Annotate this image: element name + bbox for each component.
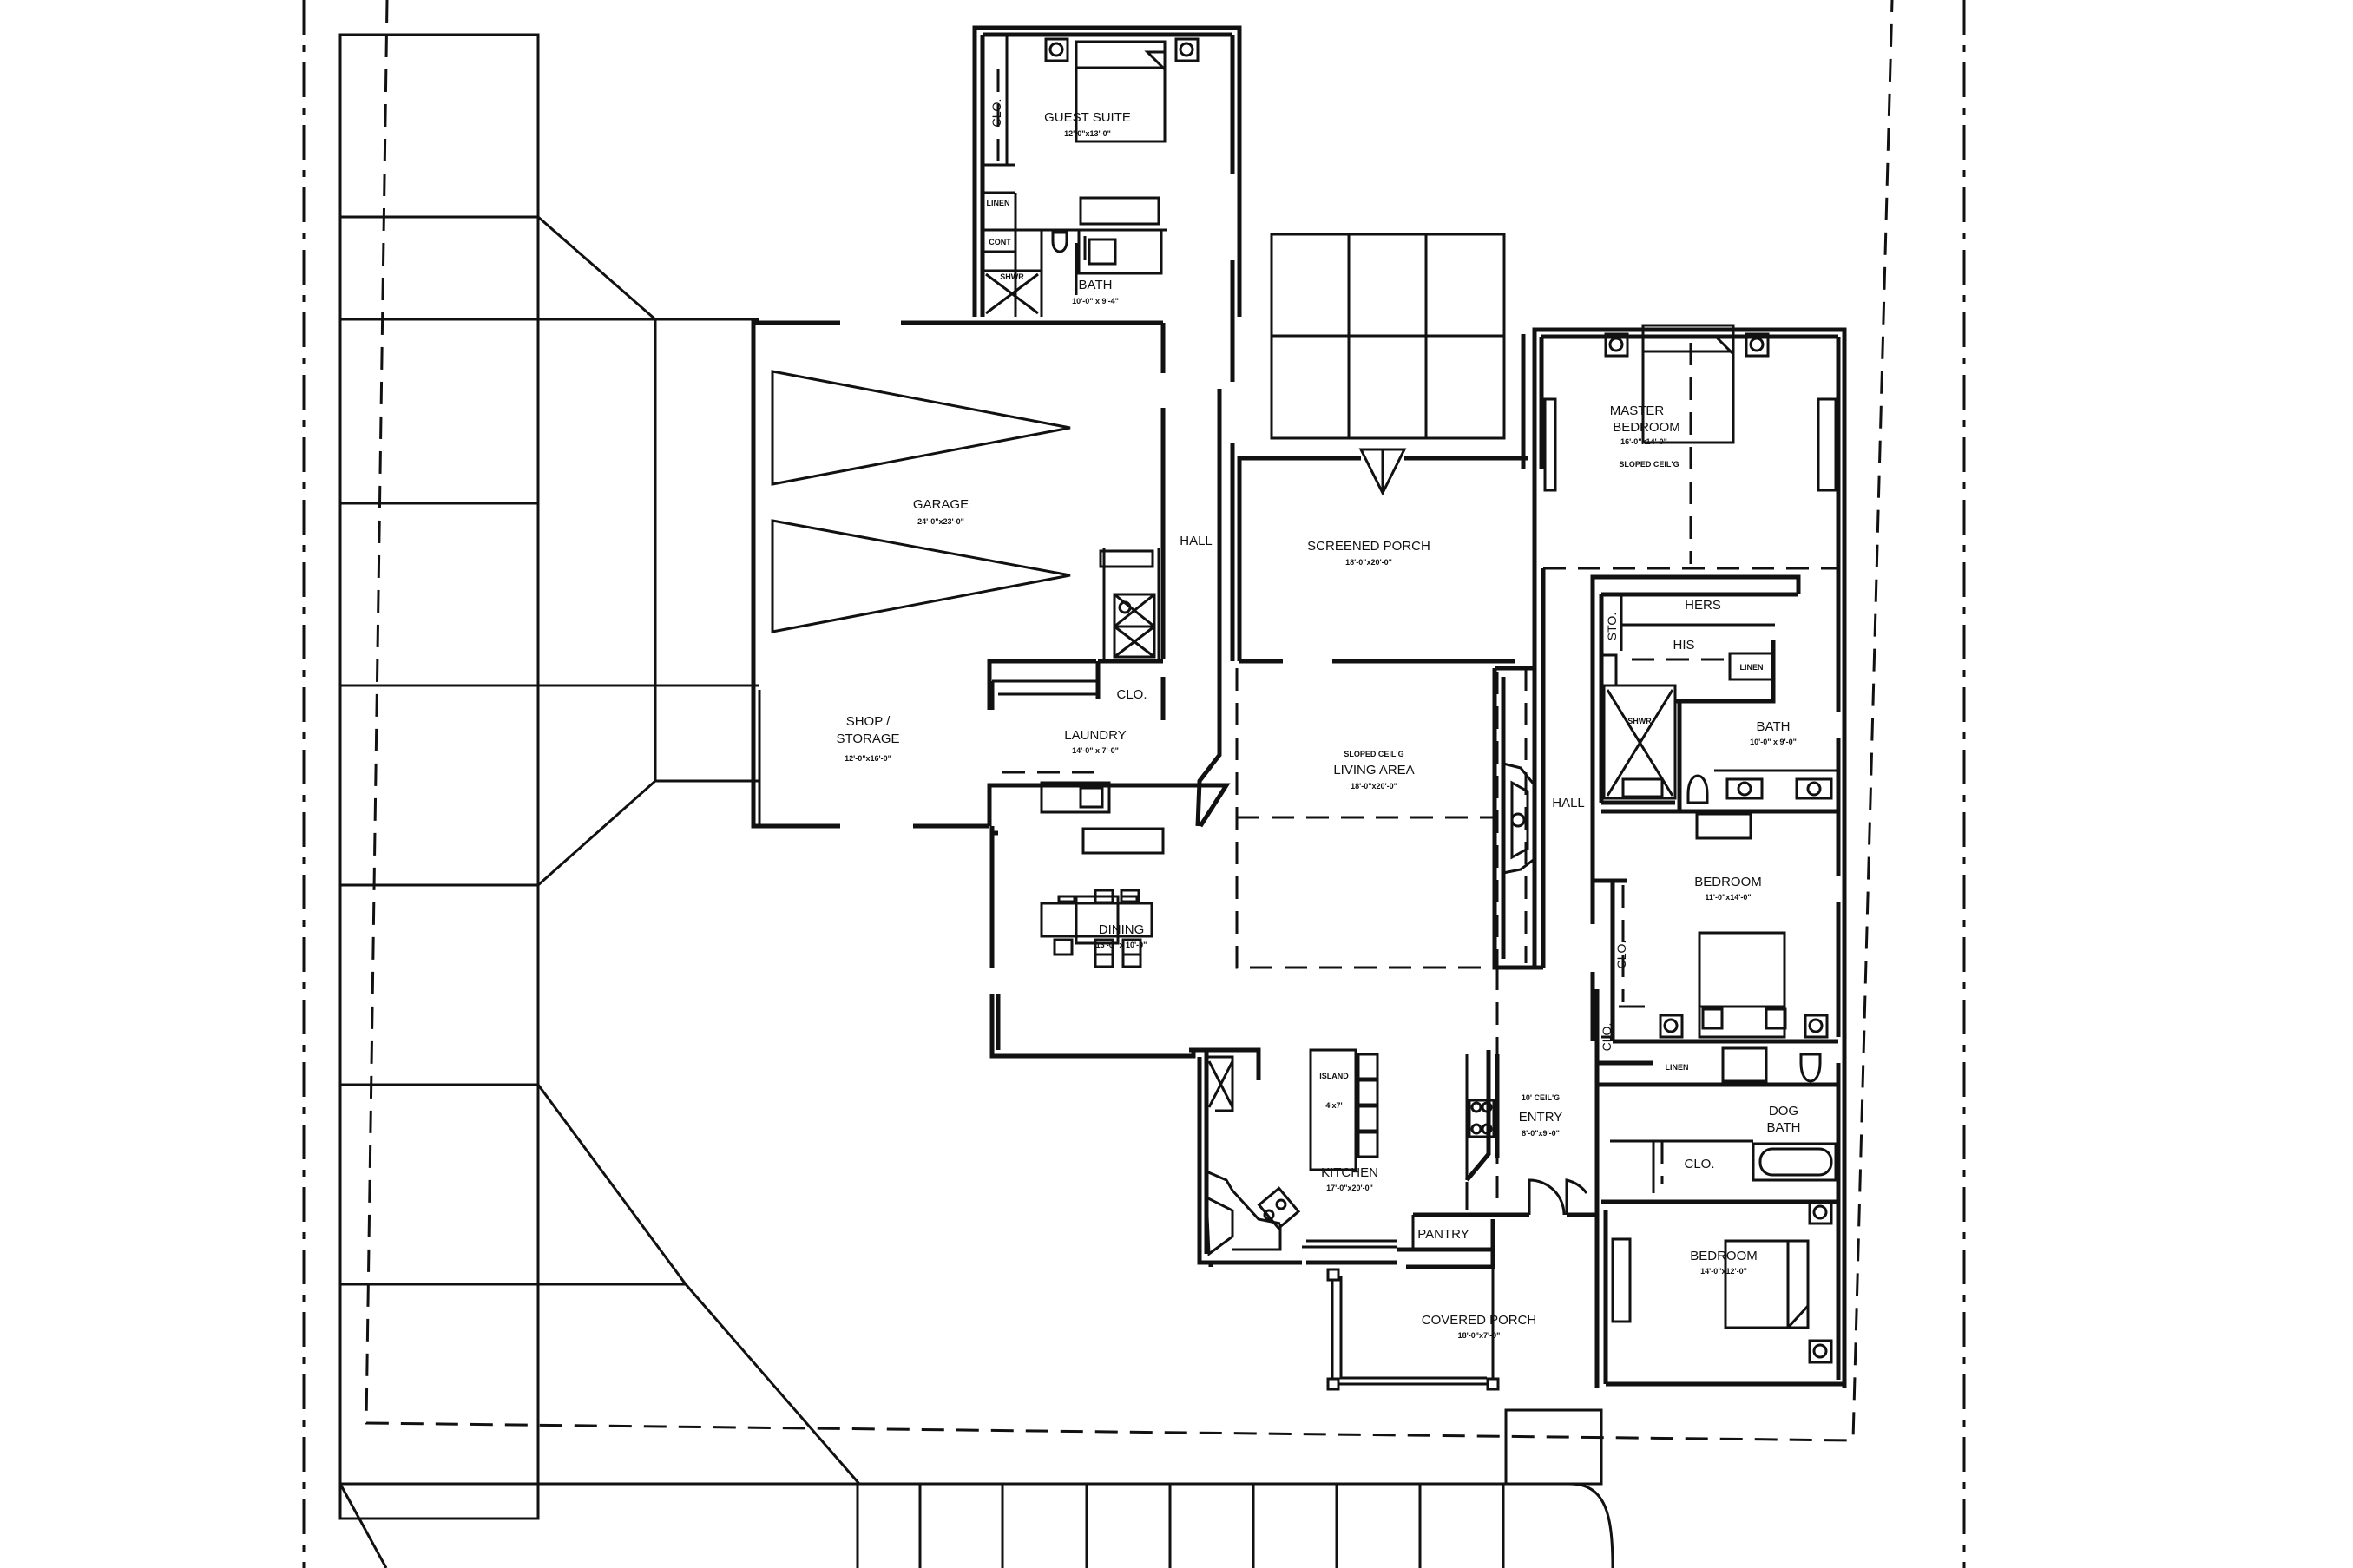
living-label: LIVING AREA bbox=[1333, 763, 1414, 777]
hall-clo-label: CLO. bbox=[1600, 1023, 1614, 1052]
covered-porch-label: COVERED PORCH bbox=[1422, 1313, 1537, 1328]
guest-bath-dim: 10'-0" x 9'-4" bbox=[1072, 297, 1119, 305]
dog-bath-label-line1: DOG bbox=[1769, 1104, 1798, 1119]
living-dim: 18'-0"x20'-0" bbox=[1351, 782, 1397, 791]
master-linen-label: LINEN bbox=[1740, 663, 1764, 672]
screened-porch-dim: 18'-0"x20'-0" bbox=[1345, 558, 1392, 567]
guest-clo-label: CLO. bbox=[989, 99, 1003, 128]
island-label: ISLAND bbox=[1319, 1072, 1349, 1080]
master-bath-label: BATH bbox=[1757, 719, 1791, 734]
garage-dim: 24'-0"x23'-0" bbox=[917, 517, 964, 526]
entry-note: 10' CEIL'G bbox=[1522, 1093, 1560, 1102]
living-note: SLOPED CEIL'G bbox=[1344, 750, 1403, 758]
entry-dim: 8'-0"x9'-0" bbox=[1522, 1129, 1560, 1138]
shop-label-line1: SHOP / bbox=[846, 714, 891, 729]
hall-east-label: HALL bbox=[1552, 796, 1585, 810]
dining-kitchen-walls bbox=[989, 826, 1500, 1269]
screened-porch-label: SCREENED PORCH bbox=[1307, 539, 1430, 554]
shop-dim: 12'-0"x16'-0" bbox=[845, 754, 891, 763]
entry-porch-walls bbox=[1326, 968, 1600, 1391]
guest-suite-dim: 12'-0"x13'-0" bbox=[1064, 129, 1111, 138]
pantry-label: PANTRY bbox=[1417, 1227, 1469, 1242]
guest-tub-label: CONT bbox=[989, 238, 1011, 246]
master-bedroom-note: SLOPED CEIL'G bbox=[1619, 460, 1679, 469]
laundry-dim: 14'-0" x 7'-0" bbox=[1072, 746, 1119, 755]
hers-label: HERS bbox=[1685, 598, 1721, 613]
living-area-walls bbox=[1235, 666, 1536, 970]
laundry-label: LAUNDRY bbox=[1064, 728, 1126, 743]
hall-west-label: HALL bbox=[1180, 534, 1213, 548]
kitchen-dim: 17'-0"x20'-0" bbox=[1326, 1184, 1373, 1192]
dining-label: DINING bbox=[1099, 922, 1145, 937]
dog-bath-label-line2: BATH bbox=[1767, 1120, 1801, 1135]
east-wing-walls bbox=[1532, 324, 1847, 1388]
covered-porch-dim: 18'-0"x7'-0" bbox=[1458, 1331, 1501, 1340]
screened-porch-walls bbox=[1230, 334, 1528, 664]
master-bath-dim: 10'-0" x 9'-0" bbox=[1750, 738, 1797, 746]
shop-label-line2: STORAGE bbox=[836, 732, 899, 746]
dog-bath-clo-label: CLO. bbox=[1684, 1157, 1714, 1171]
bedroom-2-label: BEDROOM bbox=[1694, 875, 1762, 889]
master-bedroom-label-line1: MASTER bbox=[1610, 403, 1665, 418]
guest-suite-label: GUEST SUITE bbox=[1044, 110, 1131, 125]
bedroom-3-label: BEDROOM bbox=[1690, 1249, 1758, 1263]
driveway-paving bbox=[338, 33, 1614, 1568]
garage-label: GARAGE bbox=[913, 497, 969, 512]
dining-dim: 13'-0" x 10'-0" bbox=[1096, 941, 1147, 949]
guest-linen-label: LINEN bbox=[987, 199, 1010, 207]
kitchen-label: KITCHEN bbox=[1321, 1165, 1378, 1180]
guest-suite-walls bbox=[972, 25, 1242, 382]
hall-linen-label: LINEN bbox=[1666, 1063, 1689, 1072]
property-lines bbox=[302, 0, 1966, 1568]
master-bedroom-dim: 16'-0"x14'-0" bbox=[1620, 437, 1667, 446]
master-bedroom-label-line2: BEDROOM bbox=[1613, 420, 1680, 435]
entry-label: ENTRY bbox=[1519, 1110, 1563, 1125]
master-shower-label: SHWR bbox=[1627, 717, 1652, 725]
sto-label: STO. bbox=[1605, 613, 1619, 640]
patio-grid bbox=[1270, 233, 1506, 440]
his-label: HIS bbox=[1673, 638, 1694, 653]
guest-shower-label: SHWR bbox=[1000, 272, 1024, 281]
island-dim: 4'x7' bbox=[1325, 1101, 1342, 1110]
guest-bath-label: BATH bbox=[1079, 278, 1113, 292]
bedroom-2-clo-label: CLO. bbox=[1614, 941, 1628, 969]
bedroom-3-dim: 14'-0"x12'-0" bbox=[1700, 1267, 1747, 1276]
garage-walls bbox=[751, 320, 1231, 855]
laundry-clo-label: CLO. bbox=[1116, 687, 1147, 702]
bedroom-2-dim: 11'-0"x14'-0" bbox=[1705, 893, 1751, 902]
